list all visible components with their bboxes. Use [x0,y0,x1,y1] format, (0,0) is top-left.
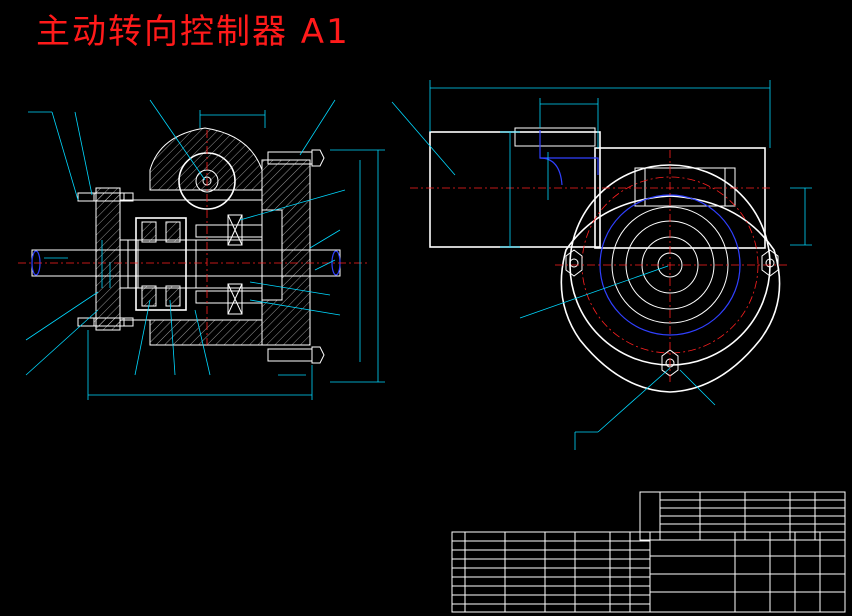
bearing-lower [227,283,243,315]
housing-right [261,159,311,346]
drawing-title: 主动转向控制器 A1 [36,12,350,52]
part-leaders [25,99,346,376]
gearbox-cover [634,167,736,207]
section-view [18,99,385,400]
lug-right [761,249,779,277]
housing-upper [149,127,263,191]
bolt-bottom-right [267,348,313,362]
mounting-flange [560,195,781,393]
housing-bottom [149,319,263,346]
section-dimensions [87,110,385,400]
side-view [391,80,812,450]
motor-housing [429,131,601,248]
upper-parts-grid [659,492,845,540]
title-block [451,491,846,613]
gearbox-housing [594,147,766,249]
housing-left-flange [95,187,121,331]
parts-list-grid [452,532,650,612]
bearing-upper [227,214,243,246]
title-block-grid [649,532,845,612]
lug-left [565,249,583,277]
side-dimensions [391,80,812,450]
housing-cavity [119,199,263,321]
